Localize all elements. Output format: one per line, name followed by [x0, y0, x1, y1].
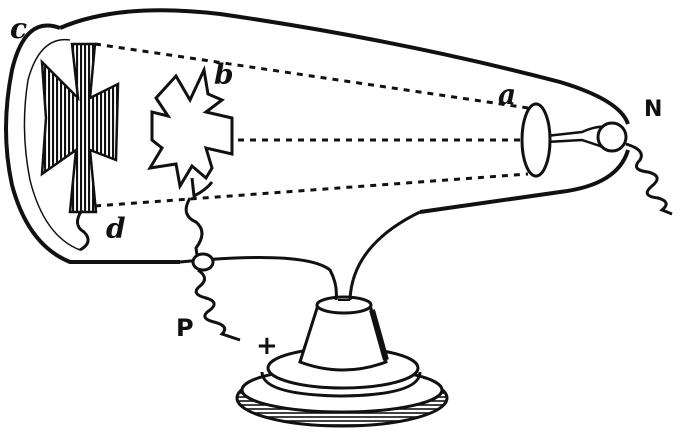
crookes-tube-outline — [4, 8, 630, 264]
label-p: P — [176, 314, 194, 342]
cathode-neck — [544, 121, 628, 153]
wire-d — [76, 209, 90, 252]
label-plus: + — [256, 331, 278, 361]
label-a: a — [498, 78, 516, 111]
cross-shadow — [40, 42, 120, 214]
stand-base — [235, 295, 449, 428]
label-d: d — [106, 212, 126, 245]
label-n: N — [644, 97, 662, 122]
label-b: b — [214, 58, 234, 91]
label-c: c — [10, 12, 27, 45]
wire-from-cross — [184, 197, 204, 263]
maltese-cross — [147, 64, 234, 199]
terminal-n-coil — [625, 142, 673, 216]
glass-stem — [179, 210, 421, 301]
ray-lines — [94, 42, 529, 208]
cathode-disc — [520, 102, 552, 178]
terminal-p — [191, 252, 241, 342]
